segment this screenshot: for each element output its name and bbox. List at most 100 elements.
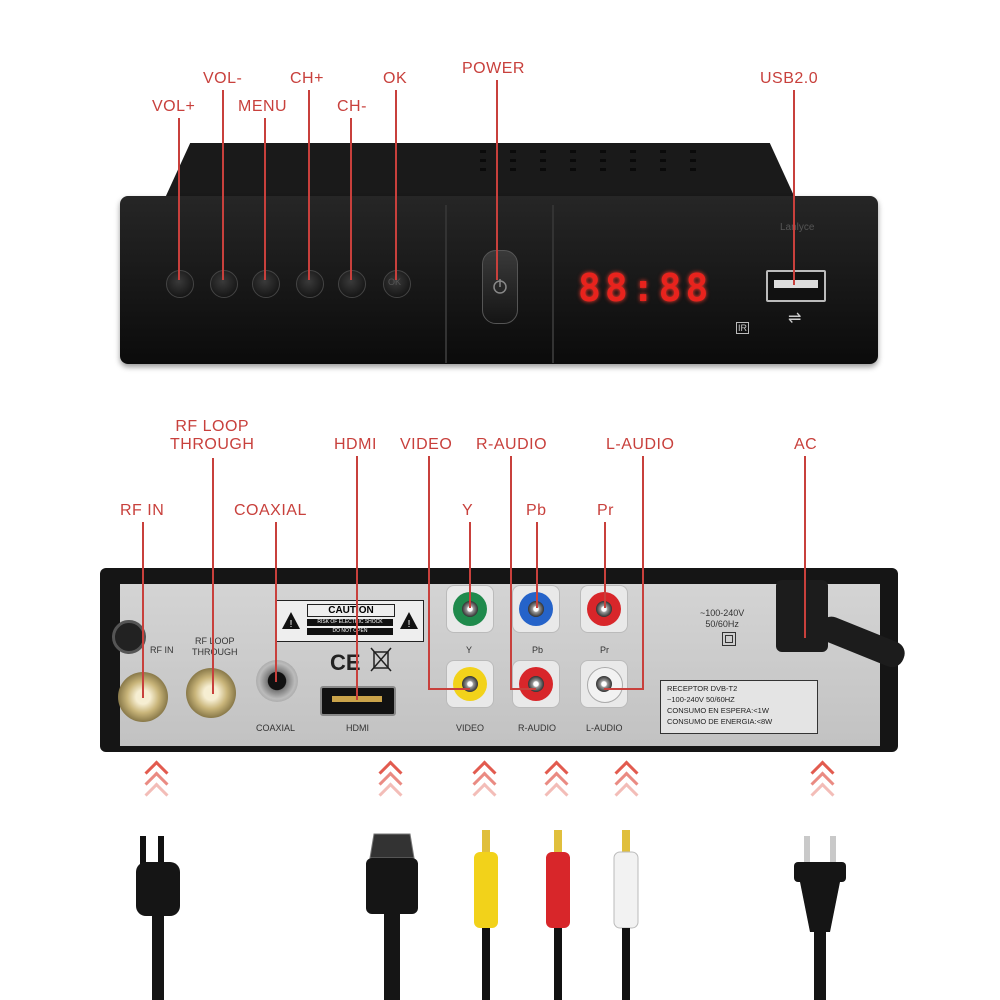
panel-label-pr: Pr <box>600 645 609 655</box>
leader-ac <box>804 456 806 638</box>
arrow-up-icon <box>612 760 640 807</box>
callout-ch-plus: CH+ <box>290 70 324 87</box>
weee-bin-icon <box>370 647 392 672</box>
caution-title: CAUTION <box>307 604 395 617</box>
callout-vol-minus: VOL- <box>203 70 243 87</box>
leader-hdmi <box>356 456 358 700</box>
menu-button[interactable] <box>252 270 280 298</box>
leader-ch-plus <box>308 90 310 280</box>
vol-plus-button[interactable] <box>166 270 194 298</box>
ac-power-plug <box>794 836 846 1000</box>
leader-coaxial <box>275 522 277 682</box>
ir-sensor: IR <box>736 322 749 334</box>
leader-pb <box>536 522 538 608</box>
panel-label-pb: Pb <box>532 645 544 655</box>
leader-r-audio-h <box>510 688 536 690</box>
leader-vol-plus <box>178 118 180 280</box>
usb-port[interactable] <box>766 270 826 302</box>
caution-sticker: ! CAUTION RISK OF ELECTRIC SHOCK DO NOT … <box>276 600 424 642</box>
leader-power <box>496 80 498 280</box>
ce-mark: CE <box>330 650 361 675</box>
leader-pr <box>604 522 606 608</box>
arrow-up-icon <box>470 760 498 807</box>
hdmi-port[interactable] <box>320 686 396 716</box>
leader-vol-minus <box>222 90 224 280</box>
leader-rf-in <box>142 522 144 698</box>
callout-menu: MENU <box>238 98 288 115</box>
callout-hdmi: HDMI <box>334 436 377 453</box>
leader-r-audio-v <box>510 456 512 690</box>
vent-slots <box>480 150 696 171</box>
leader-rf-loop <box>212 458 214 694</box>
callout-rf-in: RF IN <box>120 502 165 519</box>
r-audio-jack[interactable] <box>512 660 560 708</box>
spec-line2: ~100-240V 50/60HZ <box>667 695 735 704</box>
leader-video-h <box>428 688 470 690</box>
leader-menu <box>264 118 266 280</box>
front-divider-right <box>552 205 554 363</box>
rf-loop-connector[interactable] <box>186 668 236 718</box>
arrow-up-icon <box>542 760 570 807</box>
leader-video-v <box>428 456 430 690</box>
double-insulation-icon <box>722 632 736 646</box>
callout-vol-plus: VOL+ <box>152 98 196 115</box>
rf-coax-cable <box>136 836 180 1000</box>
panel-label-r-audio: R-AUDIO <box>518 723 556 733</box>
ac-cord-plug[interactable] <box>776 580 828 652</box>
panel-label-l-audio: L-AUDIO <box>586 723 623 733</box>
video-jack[interactable] <box>446 660 494 708</box>
panel-label-video: VIDEO <box>456 723 485 733</box>
hdmi-cable <box>366 833 418 1000</box>
yellow-rca-cable <box>474 830 498 1000</box>
callout-usb: USB2.0 <box>760 70 819 87</box>
callout-r-audio: R-AUDIO <box>476 436 548 453</box>
callout-ac: AC <box>794 436 818 453</box>
arrow-up-icon <box>142 760 170 807</box>
power-icon <box>493 279 507 294</box>
warning-triangle-icon-right: ! <box>400 612 418 630</box>
svg-text:!: ! <box>408 619 411 630</box>
spec-line3: CONSUMO EN ESPERA:<1W <box>667 706 769 715</box>
ch-minus-button[interactable] <box>338 270 366 298</box>
callout-ch-minus: CH- <box>337 98 367 115</box>
callout-pb: Pb <box>526 502 547 519</box>
panel-label-voltage: ~100-240V 50/60Hz <box>700 608 745 629</box>
svg-text:!: ! <box>290 619 293 630</box>
callout-pr: Pr <box>597 502 614 519</box>
callout-rf-loop: RF LOOP THROUGH <box>170 418 255 453</box>
usb-icon: ⇌ <box>788 310 802 327</box>
arrow-up-icon <box>808 760 836 807</box>
led-display: 88:88 <box>578 266 713 310</box>
front-divider-left <box>445 205 447 363</box>
ok-button[interactable]: OK <box>383 270 411 298</box>
panel-label-coaxial: COAXIAL <box>256 723 296 733</box>
caution-line1: RISK OF ELECTRIC SHOCK <box>307 619 393 626</box>
callout-video: VIDEO <box>400 436 453 453</box>
spec-label: RECEPTOR DVB-T2 ~100-240V 50/60HZ CONSUM… <box>660 680 818 734</box>
callout-y: Y <box>462 502 474 519</box>
vol-minus-button[interactable] <box>210 270 238 298</box>
panel-label-hdmi: HDMI <box>346 723 369 733</box>
callout-coaxial: COAXIAL <box>234 502 307 519</box>
ch-plus-button[interactable] <box>296 270 324 298</box>
arrow-up-icon <box>376 760 404 807</box>
l-audio-jack[interactable] <box>580 660 628 708</box>
panel-label-y: Y <box>466 645 473 655</box>
white-rca-cable <box>613 830 639 1000</box>
panel-label-rf-in: RF IN <box>150 645 174 655</box>
leader-l-audio-h <box>604 688 644 690</box>
leader-l-audio-v <box>642 456 644 690</box>
warning-triangle-icon: ! <box>282 612 300 630</box>
screw-icon <box>112 620 146 654</box>
component-pb-jack[interactable] <box>512 585 560 633</box>
ok-button-label: OK <box>388 277 402 287</box>
callout-ok: OK <box>383 70 408 87</box>
power-button[interactable] <box>482 250 518 324</box>
leader-usb <box>793 90 795 285</box>
red-rca-cable <box>546 830 570 1000</box>
callout-power: POWER <box>462 60 525 77</box>
coaxial-port[interactable] <box>256 660 298 702</box>
spec-line4: CONSUMO DE ENERGIA:<8W <box>667 717 773 726</box>
leader-ch-minus <box>350 118 352 280</box>
